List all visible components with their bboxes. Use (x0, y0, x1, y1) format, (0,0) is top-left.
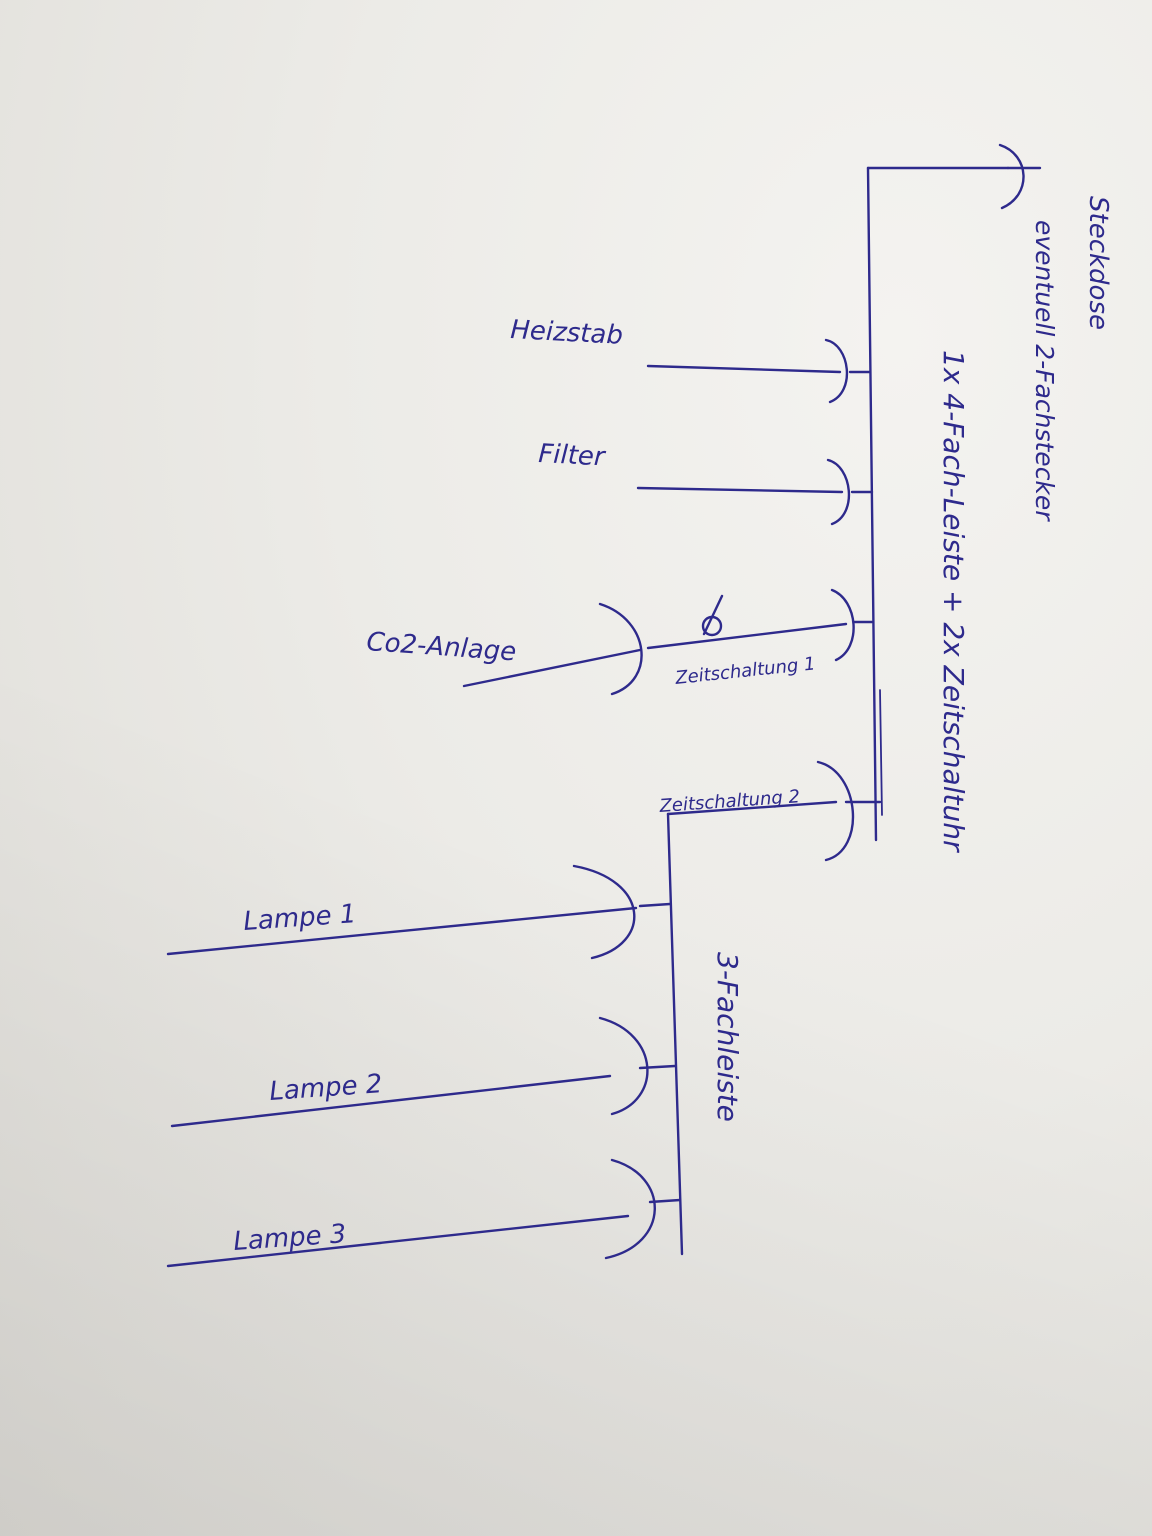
label-lampe-1: Lampe 1 (242, 899, 357, 937)
lampe3-stub (648, 1198, 682, 1204)
main-bus (866, 166, 1010, 842)
timer1-socket (830, 588, 855, 662)
label-leiste4: 1x 4-Fach-Leiste + 2x Zeitschaltuhr (937, 350, 970, 853)
label-eventuell: eventuell 2-Fachstecker (1030, 220, 1059, 522)
co2-socket (598, 602, 643, 696)
label-zeitschaltung-2: Zeitschaltung 2 (658, 786, 801, 817)
label-steckdose: Steckdose (1083, 196, 1113, 330)
lampe1-cable (166, 906, 638, 956)
lampe3-socket (604, 1158, 656, 1260)
filter-cable (636, 486, 844, 494)
timer2-socket (816, 760, 855, 862)
leiste3-vertical-line (666, 812, 684, 1256)
lampe1-socket (572, 864, 636, 960)
filter-socket (826, 458, 851, 526)
bus-vertical-line (866, 166, 878, 842)
label-lampe-2: Lampe 2 (268, 1069, 383, 1107)
label-zeitschaltung-1: Zeitschaltung 1 (673, 653, 816, 689)
lampe2-stub (638, 1064, 677, 1070)
lampe2-socket (598, 1016, 649, 1116)
branch-lampe3 (166, 1158, 682, 1268)
heizstab-cable (646, 364, 842, 374)
lampe3-cable (166, 1214, 630, 1268)
lampe1-stub (638, 902, 672, 908)
branch-heizstab (646, 338, 872, 404)
label-lampe-3: Lampe 3 (232, 1219, 347, 1257)
timer2-cable (666, 800, 838, 816)
label-heizstab: Heizstab (510, 315, 624, 351)
label-filter: Filter (538, 439, 608, 473)
branch-co2 (462, 588, 874, 696)
branch-lampe2 (170, 1016, 677, 1128)
bus-extension-line (879, 689, 883, 816)
plug-arc (998, 143, 1025, 210)
timer-clock-hand (702, 594, 724, 636)
lampe2-cable (170, 1074, 612, 1128)
steckdose-plug (998, 143, 1042, 210)
co2-cable (462, 648, 642, 688)
branch-lampe1 (166, 864, 672, 960)
branch-timer2 (666, 760, 882, 1256)
heizstab-socket (824, 338, 848, 404)
timer1-cable (646, 622, 848, 650)
branch-filter (636, 458, 874, 526)
label-co2: Co2-Anlage (366, 627, 518, 667)
label-leiste3: 3-Fachleiste (711, 952, 744, 1122)
